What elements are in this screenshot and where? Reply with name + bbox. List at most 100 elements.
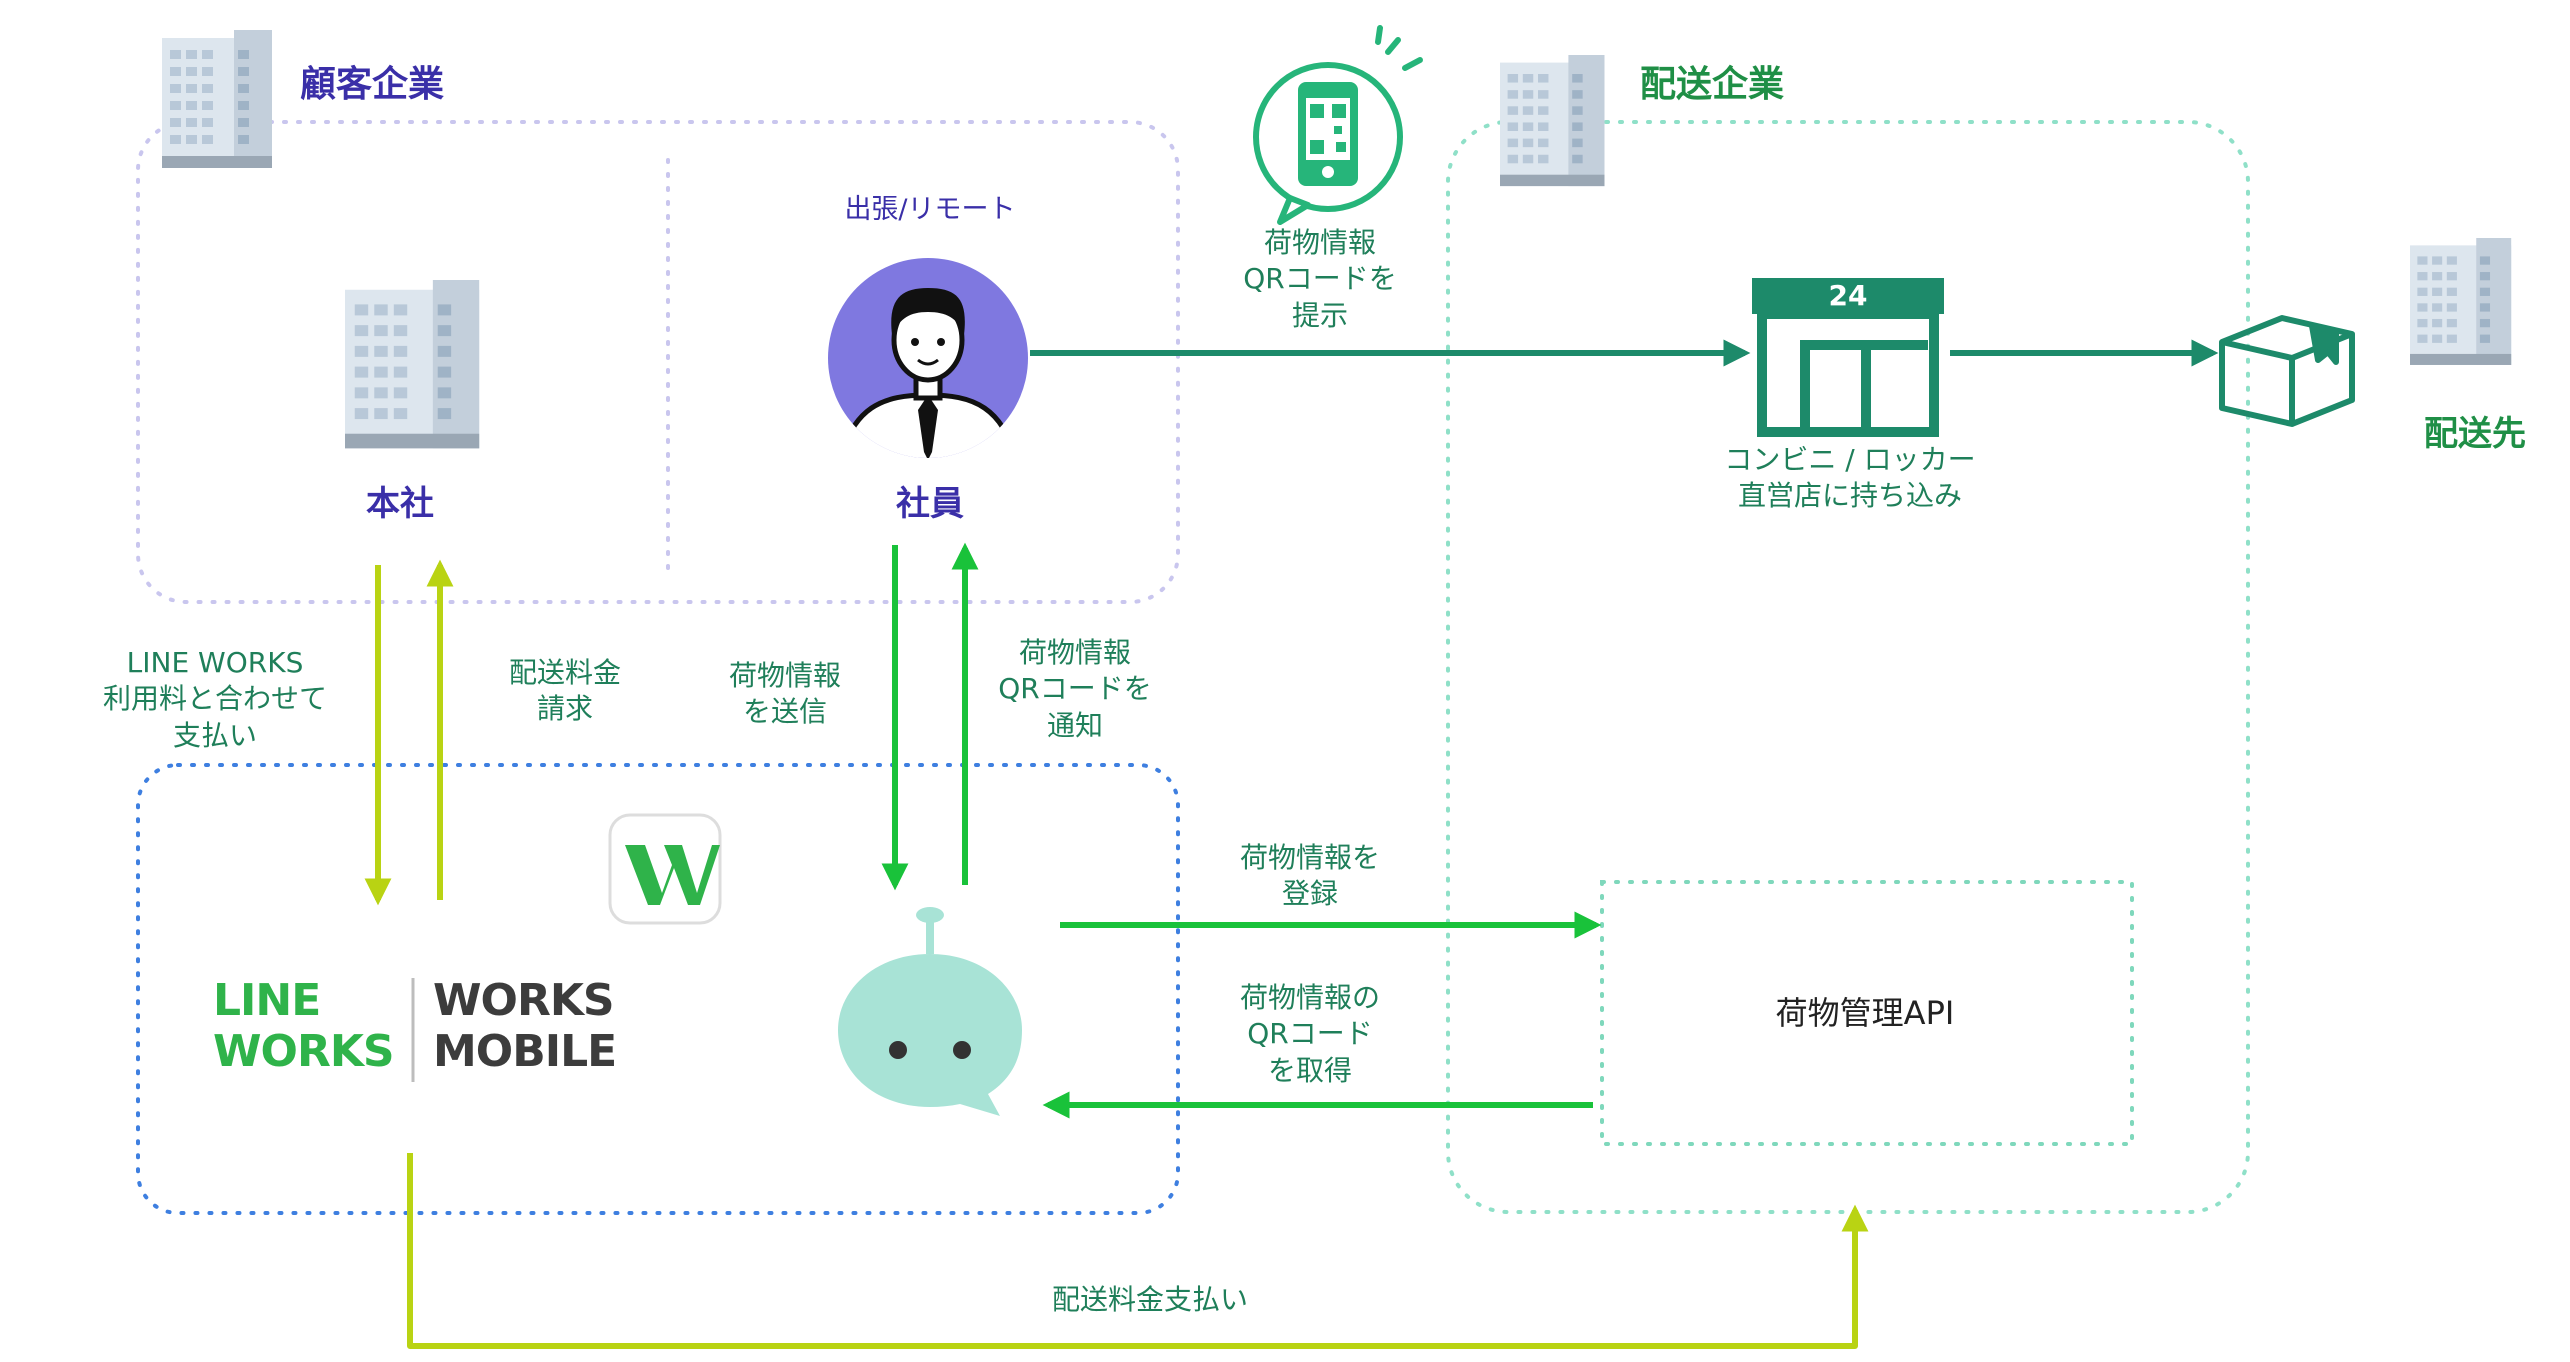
building-window <box>393 325 408 337</box>
employee-label: 社員 <box>896 484 964 524</box>
delivery-company-title: 配送企業 <box>1640 64 1785 105</box>
building-window <box>1507 122 1519 131</box>
building-window <box>393 366 408 378</box>
building-window <box>1522 138 1534 148</box>
building-window <box>2446 272 2457 281</box>
building-window <box>1522 122 1534 131</box>
building-window <box>2417 318 2428 328</box>
building-window <box>2417 303 2428 312</box>
building-window <box>1572 138 1583 148</box>
building-window <box>170 101 181 110</box>
building-window <box>374 345 388 357</box>
lineworks-region <box>136 763 1180 1215</box>
building-window <box>1572 122 1583 131</box>
building-window <box>2432 272 2443 281</box>
building-window <box>170 67 181 76</box>
building-window <box>2417 287 2428 296</box>
store-label: コンビニ / ロッカー 直営店に持ち込み <box>1724 443 1976 513</box>
works-mobile-logo: WORKS MOBILE <box>433 975 617 1077</box>
destination-label: 配送先 <box>2424 414 2526 454</box>
package-api-label: 荷物管理API <box>1775 994 1955 1032</box>
building-window <box>186 101 197 110</box>
building-window-grid <box>354 304 452 420</box>
building-window <box>1522 90 1534 99</box>
building-window <box>2417 272 2428 281</box>
head-office-label: 本社 <box>366 484 434 524</box>
building-window <box>437 408 452 420</box>
building-window <box>186 50 197 59</box>
building-window <box>238 67 249 76</box>
building-window <box>186 67 197 76</box>
chatbot-icon <box>838 907 1022 1116</box>
package-api-box <box>1600 880 2134 1146</box>
building-window <box>2479 272 2491 281</box>
building-window <box>2479 334 2491 343</box>
building-window <box>437 325 452 337</box>
building-window <box>1507 138 1519 148</box>
package-box-icon <box>2219 315 2355 427</box>
building-window <box>354 304 369 316</box>
building-window <box>437 304 452 316</box>
building-window <box>374 304 388 316</box>
building-window <box>1522 74 1534 83</box>
building-window <box>2432 318 2443 328</box>
building-window <box>393 345 408 357</box>
building-window <box>202 118 213 127</box>
building-window <box>393 408 408 420</box>
building-window <box>170 135 181 144</box>
building-window <box>437 366 452 378</box>
building-window <box>1507 90 1519 99</box>
customer-company-title: 顧客企業 <box>300 64 445 105</box>
building-window <box>2446 334 2457 343</box>
employee-avatar-icon <box>828 258 1028 458</box>
building-window <box>2432 256 2443 265</box>
building-window <box>238 135 249 144</box>
store-sign-text: 24 <box>1828 279 1868 312</box>
building-window <box>238 118 249 127</box>
convenience-store-icon <box>1752 278 1944 437</box>
building-window <box>354 345 369 357</box>
send-package-info-label: 荷物情報 を送信 <box>728 659 841 729</box>
building-window <box>354 366 369 378</box>
flow-arrows <box>364 339 2219 1349</box>
smartphone-qr-icon <box>1253 25 1423 225</box>
building-window <box>202 101 213 110</box>
building-window <box>170 84 181 93</box>
building-window <box>238 84 249 93</box>
building-window <box>1507 106 1519 115</box>
building-window <box>354 408 369 420</box>
building-window-grid <box>170 50 249 144</box>
building-window <box>1572 74 1583 83</box>
notify-qr-label: 荷物情報 QRコードを 通知 <box>998 636 1152 742</box>
building-window <box>1572 154 1583 164</box>
show-qr-label: 荷物情報 QRコードを 提示 <box>1243 226 1397 332</box>
building-window-grid <box>1507 74 1583 164</box>
arrow-payment-to-delivery <box>407 1153 1869 1349</box>
building-window <box>202 50 213 59</box>
get-qr-label: 荷物情報の QRコード を取得 <box>1239 981 1380 1087</box>
building-window <box>437 345 452 357</box>
building-window <box>2479 256 2491 265</box>
building-window <box>1538 106 1549 115</box>
building-window <box>2479 318 2491 328</box>
building-window <box>374 408 388 420</box>
building-window <box>374 366 388 378</box>
building-window <box>393 387 408 399</box>
building-window <box>1507 74 1519 83</box>
building-window <box>186 135 197 144</box>
building-window <box>2417 334 2428 343</box>
building-window <box>238 50 249 59</box>
building-window <box>202 67 213 76</box>
pay-with-lineworks-label: LINE WORKS 利用料と合わせて 支払い <box>102 646 327 752</box>
building-windows <box>170 50 2491 420</box>
trip-remote-label: 出張/リモート <box>844 194 1016 225</box>
building-window <box>186 84 197 93</box>
building-window <box>2446 318 2457 328</box>
building-window <box>2446 303 2457 312</box>
building-window <box>1538 138 1549 148</box>
building-window <box>393 304 408 316</box>
building-window-grid <box>2417 256 2491 343</box>
building-window <box>1572 90 1583 99</box>
